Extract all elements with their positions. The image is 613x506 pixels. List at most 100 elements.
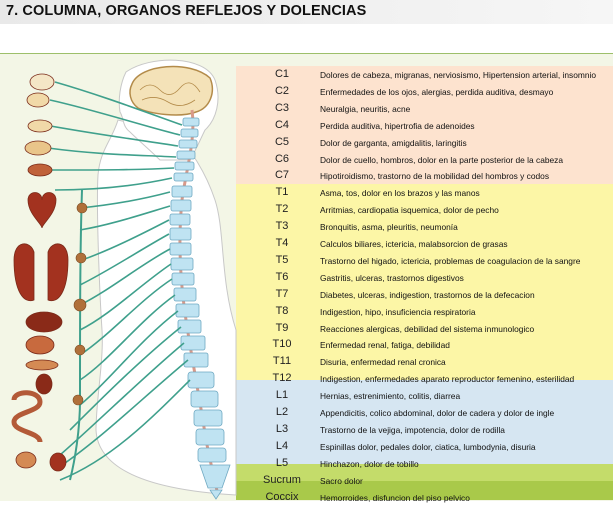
segment-code: L1 [275,389,289,402]
segment-description: Gastritis, ulceras, trastornos digestivo… [320,272,464,283]
segment-code: L4 [275,439,289,452]
segment-code: C1 [274,68,290,80]
segment-description: Enfermedades de los ojos, alergias, perd… [320,86,554,97]
segment-code: C7 [274,169,290,182]
heart-icon [27,192,57,229]
sacral-band [236,464,613,481]
segment-description: Espinillas dolor, pedales dolor, ciatica… [320,441,536,452]
segment-description: Hinchazon, dolor de tobillo [320,458,419,469]
liver-icon [25,311,63,333]
thoracic-band [236,184,613,380]
segment-description: Reacciones alergicas, debilidad del sist… [320,323,535,334]
brain-folds [139,82,201,106]
segment-code: L5 [275,456,289,469]
segment-code: C4 [274,118,290,131]
ear-icon [26,92,50,108]
segment-description: Indigestion, hipo, insuficiencia respira… [320,306,476,317]
segment-row-sucrum: Sucrum Sacro dolor [236,472,613,489]
nerve-trunk [69,189,83,481]
segment-row-coccix: Coccix Hemorroides, disfuncion del piso p… [236,489,613,506]
segment-description: Diabetes, ulceras, indigestion, trastorn… [320,289,535,300]
lungs-icon [13,243,69,302]
cervical-band [236,66,613,184]
segment-description: Bronquitis, asma, pleuritis, neumonía [320,222,458,233]
segment-row-c5: C5 Dolor de garganta, amigdalitis, laring… [236,134,613,151]
segment-row-t2: T2 Arritmias, cardiopatia isquemica, dolo… [236,201,613,218]
segment-row-c6: C6 Dolor de cuello, hombros, dolor en la … [236,151,613,168]
segment-row-t4: T4 Calculos biliares, ictericia, malabsor… [236,235,613,252]
segment-row-c3: C3 Neuralgia, neuritis, acne [236,100,613,117]
bladder-icon [15,451,37,469]
segment-row-t8: T8 Indigestion, hipo, insuficiencia respi… [236,303,613,320]
segment-code: Sucrum [263,473,301,486]
segment-code: T8 [275,304,289,317]
brain-icon [129,65,214,116]
organs [11,73,69,472]
segment-code: Coccix [265,490,299,503]
segment-description: Hipotiroidismo, trastorno de la mobilida… [320,171,550,182]
kidney-icon [35,373,53,395]
lumbar-band [236,380,613,464]
segment-row-l3: L3 Trastorno de la vejiga, impotencia, do… [236,421,613,438]
segment-description: Trastorno del higado, ictericia, problem… [320,255,581,266]
segment-row-t1: T1 Asma, tos, dolor en los brazos y las m… [236,184,613,201]
vertebrae [169,117,231,500]
segment-code: T2 [275,203,289,216]
ganglia [72,202,88,406]
segment-code: C6 [274,152,290,165]
segment-code: T1 [275,186,289,199]
page-title: 7. COLUMNA, ORGANOS REFLEJOS Y DOLENCIAS [6,3,367,19]
segment-row-c1: C1 Dolores de cabeza, migranas, nerviosis… [236,66,613,83]
coccyx-band [236,481,613,500]
segment-description: Arritmias, cardiopatia isquemica, dolor … [320,205,499,216]
title-bar: 7. COLUMNA, ORGANOS REFLEJOS Y DOLENCIAS [0,0,613,24]
segment-description: Dolor de garganta, amigdalitis, laringit… [320,137,467,148]
stomach-icon [25,335,55,355]
segment-row-t9: T9 Reacciones alergicas, debilidad del si… [236,320,613,337]
pancreas-icon [25,359,59,371]
segment-description: Indigestion, enfermedades aparato reprod… [320,374,575,385]
segment-row-t5: T5 Trastorno del higado, ictericia, probl… [236,252,613,269]
segment-row-c7: C7 Hipotiroidismo, trastorno de la mobili… [236,167,613,184]
segment-row-l2: L2 Appendicitis, colico abdominal, dolor … [236,404,613,421]
segment-code: T4 [275,237,289,249]
segment-row-l5: L5 Hinchazon, dolor de tobillo [236,455,613,472]
segment-description: Hemorroides, disfuncion del piso pelvico [320,492,470,503]
segment-description: Asma, tos, dolor en los brazos y las man… [320,188,480,199]
segment-row-l4: L4 Espinillas dolor, pedales dolor, ciati… [236,438,613,455]
nose-icon [27,119,53,133]
segment-code: T10 [272,338,292,351]
eye-icon [29,73,55,91]
segment-description: Trastorno de la vejiga, impotencia, dolo… [320,424,505,435]
segment-description: Sacro dolor [320,475,363,486]
segment-code: T7 [275,287,289,300]
segment-code: C3 [274,101,290,114]
segment-description: Disuria, enfermedad renal cronica [320,357,446,368]
segment-row-t6: T6 Gastritis, ulceras, trastornos digesti… [236,269,613,286]
thyroid-icon [27,163,53,177]
segment-description: Dolores de cabeza, migranas, nerviosismo… [320,70,597,80]
segment-code: L3 [275,422,289,435]
segment-code: T3 [275,220,289,233]
segment-code: C5 [274,135,290,148]
segment-row-t7: T7 Diabetes, ulceras, indigestion, trasto… [236,286,613,303]
segment-description: Neuralgia, neuritis, acne [320,103,411,114]
segment-row-t3: T3 Bronquitis, asma, pleuritis, neumonía [236,218,613,235]
segment-code: T9 [275,321,289,334]
segment-code: L2 [275,406,289,418]
segment-description: Hernias, estrenimiento, colitis, diarrea [320,391,461,402]
reproductive-icon [49,452,67,472]
segment-row-c4: C4 Perdida auditiva, hipertrofia de adeno… [236,117,613,134]
segment-description: Dolor de cuello, hombros, dolor en la pa… [320,154,564,165]
segment-description: Perdida auditiva, hipertrofia de adenoid… [320,120,475,131]
segment-code: T5 [275,253,289,266]
nerve-branches [44,81,191,481]
segment-description: Appendicitis, colico abdominal, dolor de… [320,408,555,418]
segment-description: Calculos biliares, ictericia, malabsorci… [320,239,508,249]
segment-code: T6 [275,270,289,283]
segment-row-l1: L1 Hernias, estrenimiento, colitis, diarr… [236,387,613,404]
